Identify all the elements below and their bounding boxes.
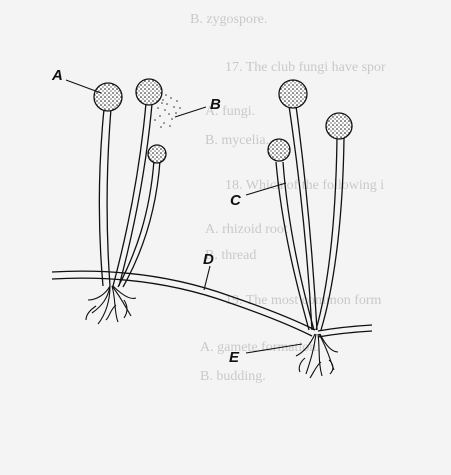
right-rhizoids — [296, 334, 338, 378]
label-a: A — [51, 67, 63, 84]
label-b: B — [210, 96, 221, 113]
left-sporangia — [94, 79, 166, 163]
right-sporangia — [268, 80, 352, 161]
left-sporangiophores — [99, 103, 160, 287]
leader-lines — [66, 80, 302, 353]
left-rhizoids — [86, 286, 136, 324]
label-c: C — [230, 192, 242, 209]
label-e: E — [229, 349, 240, 366]
stolon-hypha — [52, 271, 372, 337]
label-d: D — [203, 251, 214, 268]
right-sporangiophores — [276, 106, 344, 330]
